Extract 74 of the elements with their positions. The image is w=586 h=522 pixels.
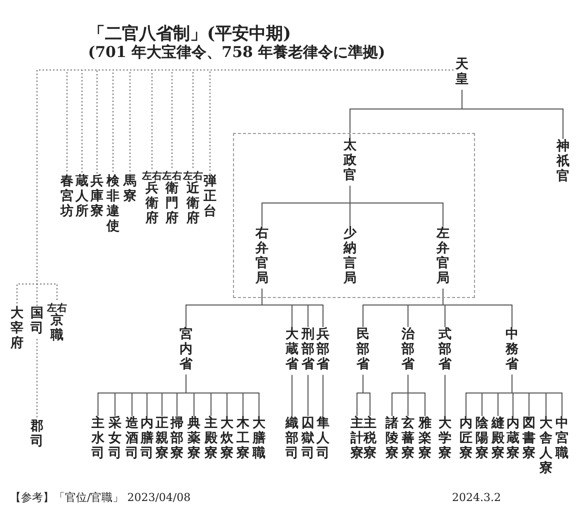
office-name: 典薬寮	[188, 417, 200, 462]
office-name: 少納言局	[344, 227, 356, 287]
office-name: 織部司	[286, 417, 298, 462]
office-name: 天皇	[456, 58, 468, 88]
office-name: 馬寮	[124, 175, 136, 205]
office-name: 諸陵寮	[386, 417, 398, 462]
office-name: 国司	[30, 307, 44, 337]
office-name: 中務省	[506, 328, 518, 373]
office-name: 掃部寮	[170, 417, 184, 462]
reference-note: 【参考】「官位/官職」 2023/04/08	[10, 490, 191, 506]
office-name: 兵庫寮	[90, 175, 104, 220]
office-name: 春宮坊	[60, 175, 74, 220]
office-name: 大炊寮	[220, 417, 234, 462]
office-name: 大宰府	[10, 307, 24, 352]
office-name: 中宮職	[556, 417, 568, 462]
connector-line	[408, 374, 426, 416]
office-name: 宮内省	[180, 328, 192, 373]
office-name: 造酒司	[126, 417, 138, 462]
office-name: 図書寮	[522, 417, 536, 462]
connector-line	[362, 374, 370, 416]
office-name: 大学寮	[438, 417, 452, 462]
office-name: 弾正台	[204, 175, 216, 220]
office-name: 兵部省	[316, 328, 330, 373]
office-name: 太政官	[344, 139, 356, 184]
dotted-connector	[36, 338, 38, 420]
office-name: 縫殿寮	[492, 417, 504, 462]
office-name: 囚獄司	[302, 417, 314, 462]
date-label: 2024.3.2	[452, 490, 501, 506]
office-name: 隼人司	[316, 417, 330, 462]
office-name: 正親寮	[156, 417, 168, 462]
connector-line	[186, 374, 260, 416]
prefix-label: 左右	[47, 303, 67, 314]
office-name: 内蔵寮	[506, 417, 520, 462]
office-name: 雅楽寮	[418, 417, 432, 462]
chart-title: 「二官八省制」(平安中期)	[88, 23, 292, 44]
office-name: 左弁官局	[436, 227, 450, 287]
office-name: 式部省	[438, 328, 452, 373]
office-name: 神祇官	[556, 140, 570, 185]
office-name: 近衛府	[186, 182, 200, 227]
office-name: 大膳職	[252, 417, 266, 462]
office-name: 衛門府	[166, 182, 178, 227]
office-name: 采女司	[108, 417, 122, 462]
dashed-group-box	[233, 133, 475, 298]
prefix-label: 左右	[183, 171, 203, 182]
subtitle: (701 年大宝律令、758 年養老律令に準拠)	[88, 42, 386, 63]
office-name: 大蔵省	[286, 328, 298, 373]
office-name: 主殿寮	[204, 417, 218, 462]
office-name: 主計寮	[350, 417, 364, 462]
office-name: 民部省	[356, 328, 370, 373]
connector-line	[442, 288, 512, 328]
prefix-label: 左右	[162, 171, 182, 182]
office-name: 木工寮	[236, 417, 250, 462]
connector-line	[512, 374, 562, 416]
office-name: 郡司	[30, 420, 44, 450]
connector-line	[350, 185, 444, 226]
office-name: 内膳司	[140, 417, 154, 462]
connector-line	[462, 89, 564, 140]
office-name: 京職	[50, 314, 64, 344]
office-name: 陰陽寮	[476, 417, 488, 462]
office-name: 玄蕃寮	[402, 417, 414, 462]
office-name: 治部省	[402, 328, 414, 373]
office-name: 主水司	[92, 417, 104, 462]
office-name: 大舎人寮	[540, 417, 552, 477]
office-name: 蔵人所	[76, 175, 88, 220]
prefix-label: 左右	[142, 171, 162, 182]
office-name: 内匠寮	[460, 417, 472, 462]
connector-line	[322, 374, 324, 416]
office-name: 刑部省	[302, 328, 314, 373]
office-name: 兵衛府	[146, 182, 158, 227]
office-name: 検非違使	[106, 175, 120, 235]
office-name: 主税寮	[364, 417, 376, 462]
connector-line	[262, 288, 324, 328]
connector-line	[444, 374, 446, 416]
office-name: 右弁官局	[256, 227, 268, 287]
